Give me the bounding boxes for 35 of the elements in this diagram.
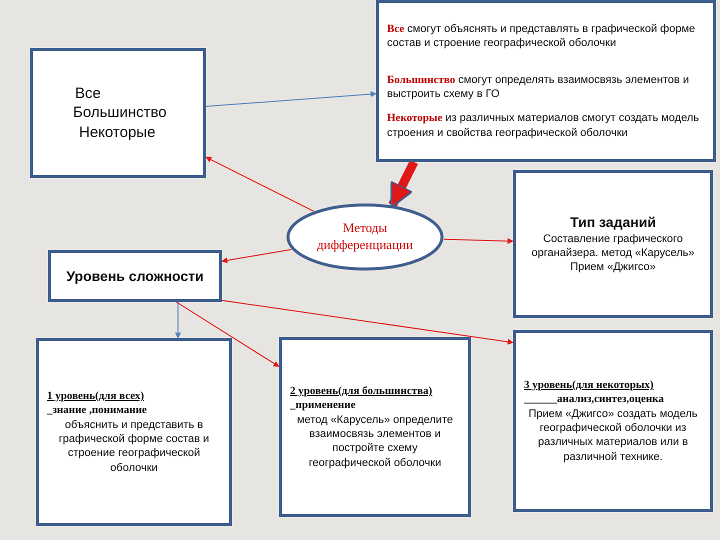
arrow: [388, 160, 418, 208]
level-heading: 1 уровень(для всех): [47, 389, 146, 404]
arrow: [443, 238, 514, 244]
label-text: ______анализ,синтез,оценка: [524, 392, 665, 407]
label-text: _знание ,понимание: [47, 403, 148, 418]
heading: Тип заданий: [569, 213, 657, 232]
method-ellipse: [286, 203, 444, 271]
label-text: метод «Карусель» определите взаимосвязь элементов и постройте схему географической оболочки: [296, 412, 454, 470]
arrow: [205, 156, 314, 212]
arrow: [176, 302, 280, 368]
level-box: [36, 338, 232, 526]
label-text: Все смогут объяснять и представлять в графической форме состав и строение географической оболочки: [387, 22, 696, 51]
level-box: [513, 330, 713, 512]
arrow: [206, 91, 377, 107]
label-text: Все: [74, 84, 102, 104]
level-box: [279, 337, 471, 517]
label-text: Большинство смогут определять взаимосвязь элементов и выстроить схему в ГО: [387, 72, 690, 102]
label-text: Составление графического органайзера. метод «Карусель» Прием «Джигсо»: [530, 232, 696, 275]
level-box: [48, 250, 222, 302]
arrow: [221, 248, 292, 264]
label-text: Некоторые: [78, 122, 156, 142]
arrow: [222, 300, 514, 345]
label-text: Уровень сложности: [65, 266, 205, 286]
group-box: [30, 48, 206, 178]
level-heading: 3 уровень(для некоторых): [524, 378, 655, 392]
task-box: [513, 170, 713, 318]
label-text: Большинство: [72, 103, 168, 123]
outcome-box: [376, 0, 716, 162]
level-heading: 2 уровень(для большинства): [290, 384, 434, 398]
label-text: _применение: [290, 398, 356, 413]
label-text: объяснить и представить в графической форме состав и строение географической оболочки: [58, 418, 210, 475]
label-text: Прием «Джигсо» создать модель географической оболочки из различных материалов или в различной технике.: [528, 406, 698, 464]
label-text: Некоторые из различных материалов смогут создать модель строения и свойства географической оболочки: [387, 111, 700, 140]
arrow: [175, 302, 181, 339]
label-text: Методы дифференциации: [316, 220, 414, 254]
